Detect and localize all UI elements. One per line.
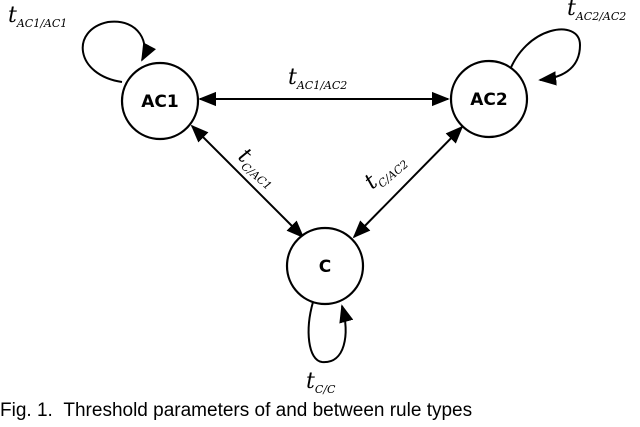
loop-c: [307, 301, 354, 364]
state-diagram: AC1 AC2 C tAC1/AC1 tAC2/AC2 tAC1/AC2 tC/…: [8, 0, 626, 395]
node-ac2-label: AC2: [470, 90, 507, 110]
node-ac1: AC1: [120, 61, 200, 141]
node-c: C: [285, 226, 365, 306]
loop-ac2: [507, 28, 582, 86]
figure-caption: Fig. 1. Threshold parameters of and betw…: [0, 400, 640, 422]
node-c-label: C: [319, 257, 331, 277]
label-loop-ac1: tAC1/AC1: [8, 3, 67, 30]
label-c-ac2: tC/AC2: [360, 147, 411, 196]
loop-ac1: [81, 20, 156, 83]
caption-label: Fig. 1.: [0, 400, 53, 421]
node-ac1-label: AC1: [141, 92, 178, 112]
label-c-ac1: tC/AC1: [232, 143, 283, 192]
edge-ac2-c: [352, 125, 464, 239]
caption-text: Threshold parameters of and between rule…: [63, 400, 473, 421]
node-ac2: AC2: [449, 59, 529, 139]
label-loop-ac2: tAC2/AC2: [567, 0, 626, 23]
label-loop-c: tC/C: [306, 369, 336, 395]
label-ac1-ac2: tAC1/AC2: [288, 65, 347, 92]
edge-ac1-c: [190, 124, 305, 239]
